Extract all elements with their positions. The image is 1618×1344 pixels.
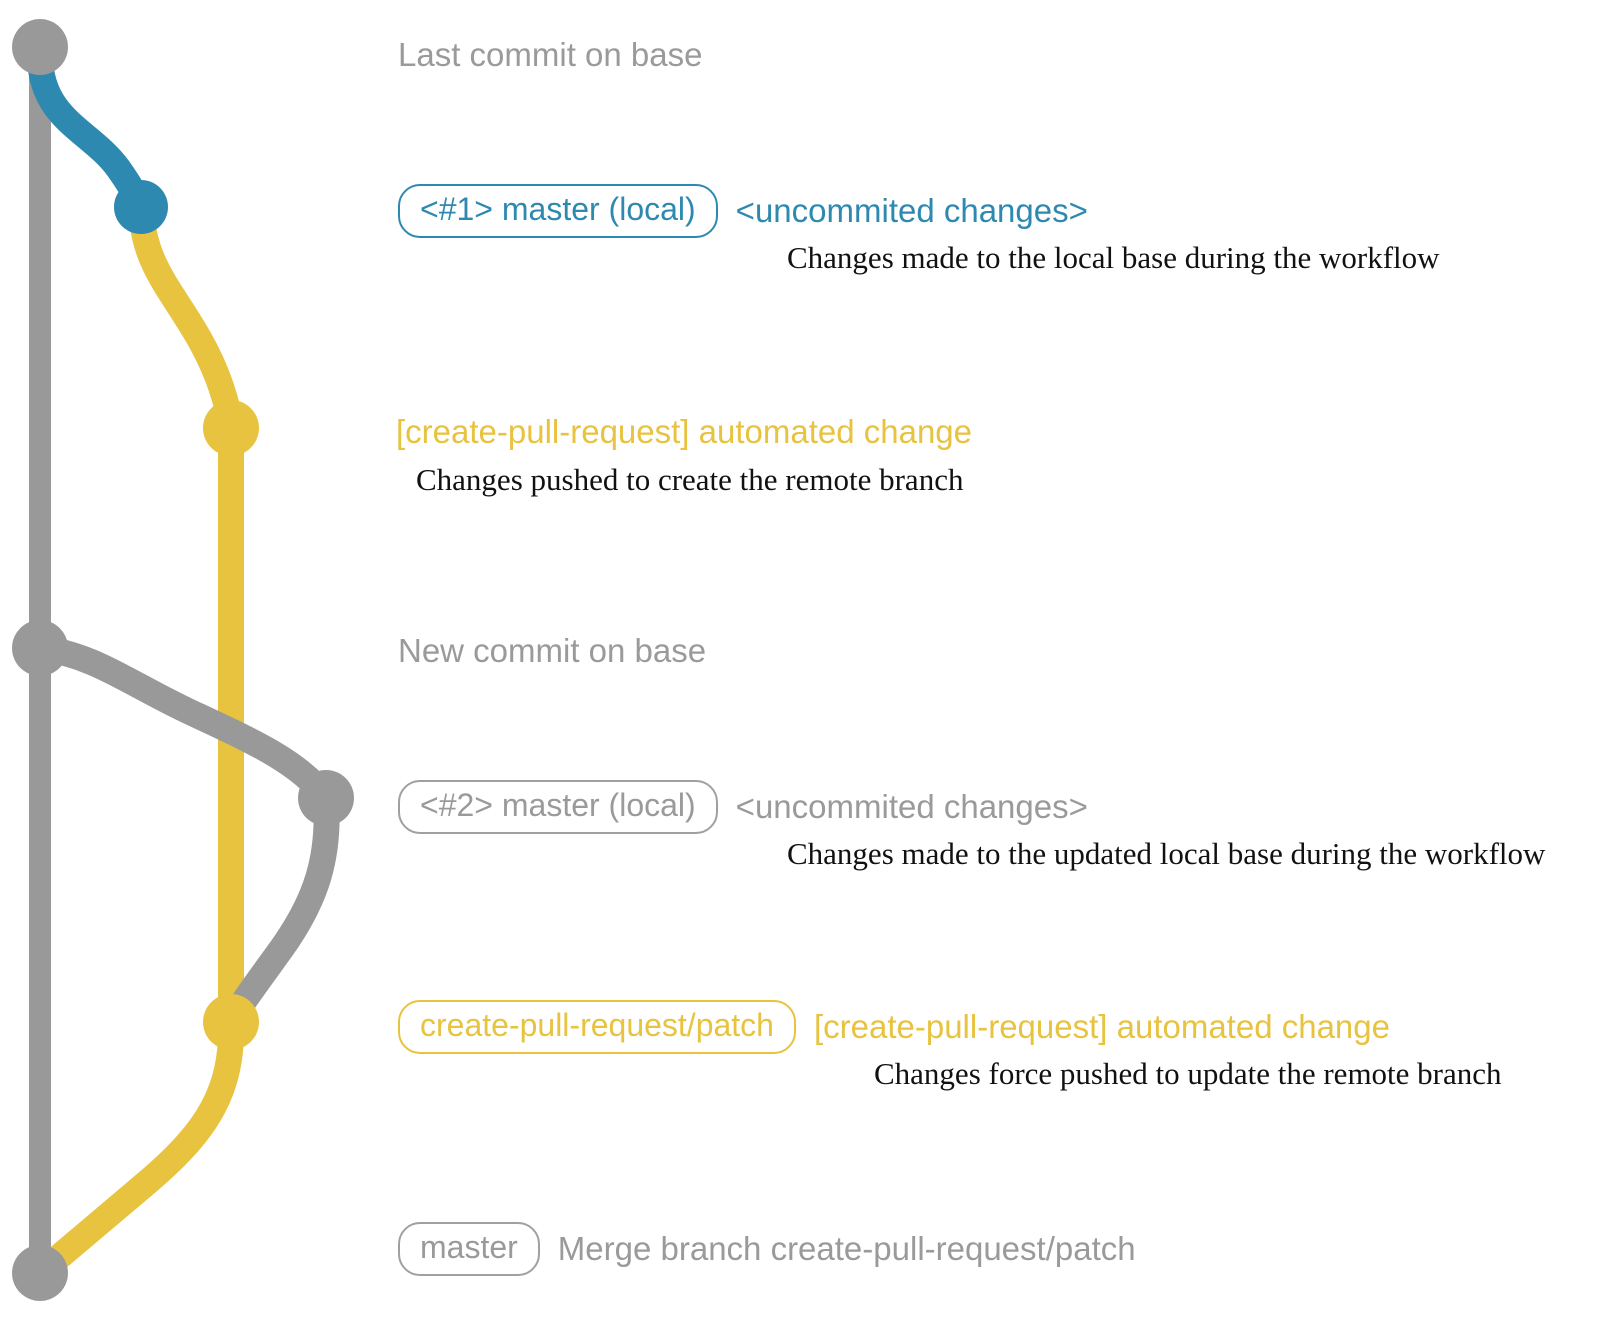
commit-node-master-local-2[interactable]	[298, 770, 354, 826]
commit-title-new-commit-on-base: New commit on base	[398, 632, 707, 669]
branch-badge-create-pull-request-patch[interactable]: create-pull-request/patch	[398, 1000, 796, 1054]
branch-badge-master-local-2[interactable]: <#2> master (local)	[398, 780, 718, 834]
commit-node-new-commit-on-base[interactable]	[12, 620, 68, 676]
commit-description-automated-change-2: Changes force pushed to update the remot…	[874, 1056, 1502, 1091]
commit-node-automated-change-1[interactable]	[203, 400, 259, 456]
commit-node-master-local-1[interactable]	[114, 180, 168, 234]
commit-title-automated-change-2: [create-pull-request] automated change	[813, 1007, 1390, 1045]
commit-node-last-commit-on-base[interactable]	[12, 19, 68, 75]
commit-description-automated-change-1: Changes pushed to create the remote bran…	[416, 462, 964, 497]
commit-row-master-merge: master Merge branch create-pull-request/…	[398, 1222, 1136, 1276]
commit-title-master-local-2: <uncommited changes>	[735, 787, 1088, 825]
commit-row-master-local-2: <#2> master (local) <uncommited changes>	[398, 780, 1088, 834]
branch-line-patch-upper	[128, 194, 244, 441]
commit-node-master-merge[interactable]	[12, 1245, 68, 1301]
commit-description-master-local-1: Changes made to the local base during th…	[787, 240, 1440, 275]
commit-row-automated-change-2: create-pull-request/patch [create-pull-r…	[398, 1000, 1390, 1054]
branch-line-patch-merge	[27, 1009, 245, 1286]
commit-node-automated-change-2[interactable]	[203, 994, 259, 1050]
commit-title-last-commit-on-base: Last commit on base	[398, 36, 703, 73]
branch-badge-master-local-1[interactable]: <#1> master (local)	[398, 184, 718, 238]
commit-title-automated-change-1: [create-pull-request] automated change	[396, 413, 973, 450]
commit-row-master-local-1: <#1> master (local) <uncommited changes>	[398, 184, 1088, 238]
branch-line-local-grey	[27, 635, 339, 811]
commit-description-master-local-2: Changes made to the updated local base d…	[787, 836, 1546, 871]
commit-title-master-merge: Merge branch create-pull-request/patch	[557, 1229, 1136, 1267]
commit-title-master-local-1: <uncommited changes>	[735, 191, 1088, 229]
branch-badge-master[interactable]: master	[398, 1222, 540, 1276]
